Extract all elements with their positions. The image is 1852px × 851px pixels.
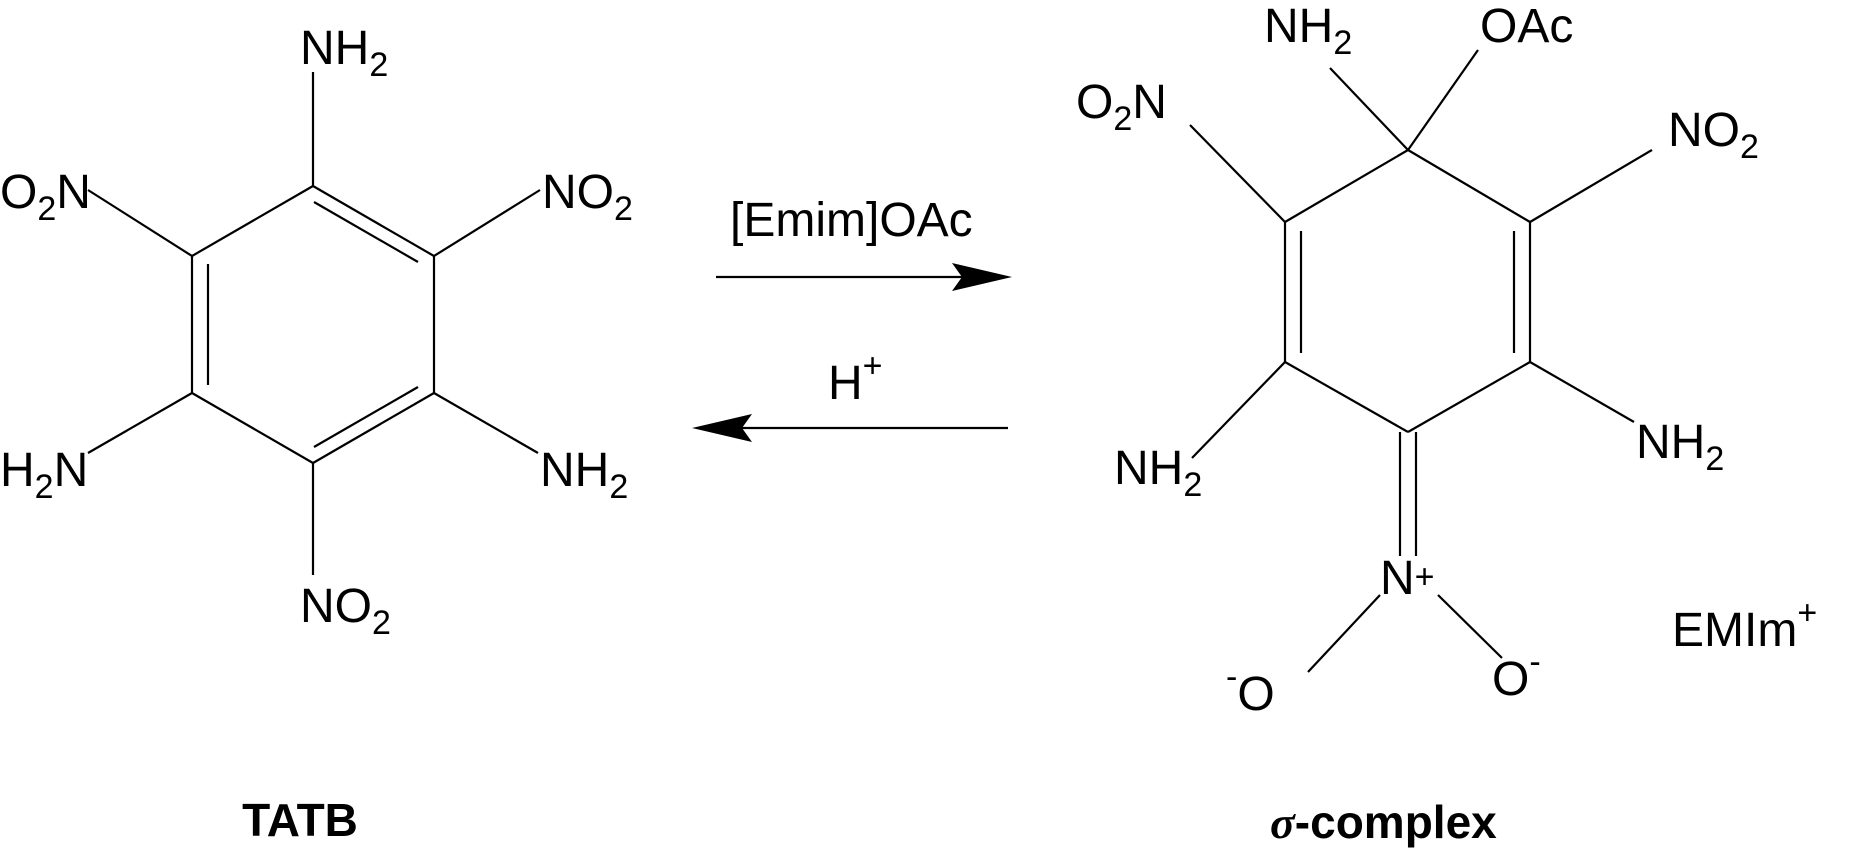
reverse-arrow: H+: [692, 347, 1008, 442]
forward-arrowhead: [952, 263, 1012, 291]
tatb-caption: TATB: [242, 794, 358, 846]
sigma-substituent-bonds: [1189, 49, 1653, 673]
tatb-amine-lower-right-label: NH2: [540, 444, 628, 506]
sigma-oxygen-left-label: -O: [1226, 658, 1275, 721]
forward-arrow-label: [Emim]OAc: [730, 194, 973, 247]
tatb-nitro-upper-right-label: NO2: [542, 166, 633, 228]
sigma-nitro-upper-right-label: NO2: [1668, 104, 1759, 166]
sigma-nitro-upper-left-label: O2N: [1076, 76, 1167, 138]
tatb-nitro-upper-left-label: O2N: [0, 166, 91, 228]
tatb-substituent-bonds: [87, 72, 541, 575]
sigma-amine-top-label: NH2: [1264, 0, 1352, 62]
sigma-amine-lower-right-label: NH2: [1636, 416, 1724, 478]
emim-counterion-label: EMIm+: [1672, 594, 1817, 657]
tatb-nitro-bottom-label: NO2: [300, 580, 391, 642]
reverse-arrow-label: H+: [828, 347, 883, 410]
tatb-amine-top-label: NH2: [300, 22, 388, 84]
sigma-ring: [1283, 149, 1532, 433]
forward-arrow: [Emim]OAc: [716, 194, 1012, 291]
sigma-oxygen-right-label: O-: [1492, 643, 1541, 706]
tatb-amine-lower-left-label: H2N: [0, 444, 88, 506]
tatb-structure: NH2 O2N NO2 H2N NH2 NO2 TATB: [0, 22, 633, 846]
reverse-arrowhead: [692, 414, 752, 442]
sigma-nitronate-nitrogen-label: N+: [1380, 552, 1435, 605]
sigma-amine-lower-left-label: NH2: [1114, 442, 1202, 504]
sigma-acetate-label: OAc: [1480, 0, 1573, 53]
sigma-complex-caption: σ-complex: [1270, 796, 1497, 848]
sigma-complex-structure: NH2 OAc O2N NO2 NH2 NH2 N+ -O O- EMIm+ σ…: [1076, 0, 1817, 848]
tatb-ring: [190, 185, 436, 464]
